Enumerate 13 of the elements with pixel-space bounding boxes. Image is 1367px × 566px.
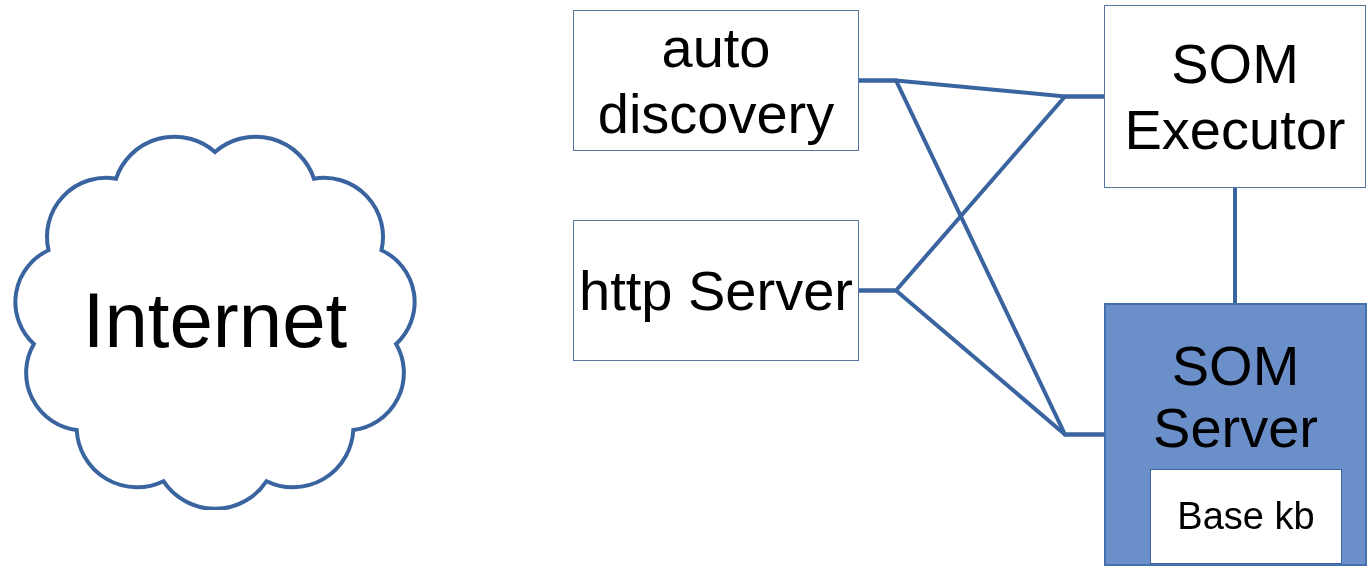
connector-line: [859, 288, 1104, 437]
process-box: [1150, 469, 1342, 564]
node-label: SOM Server: [1152, 335, 1319, 459]
node-label: Base kb: [1177, 493, 1315, 539]
node-label: http Server: [579, 257, 853, 324]
process-box: [1104, 5, 1366, 188]
node-label: SOM Executor: [1123, 30, 1347, 163]
process-box: [573, 10, 859, 151]
node-label: Internet: [82, 281, 348, 359]
server-box: [1104, 303, 1367, 566]
process-box: [573, 220, 859, 361]
node-label: auto discovery: [596, 14, 836, 147]
connector-line: [1233, 188, 1237, 303]
